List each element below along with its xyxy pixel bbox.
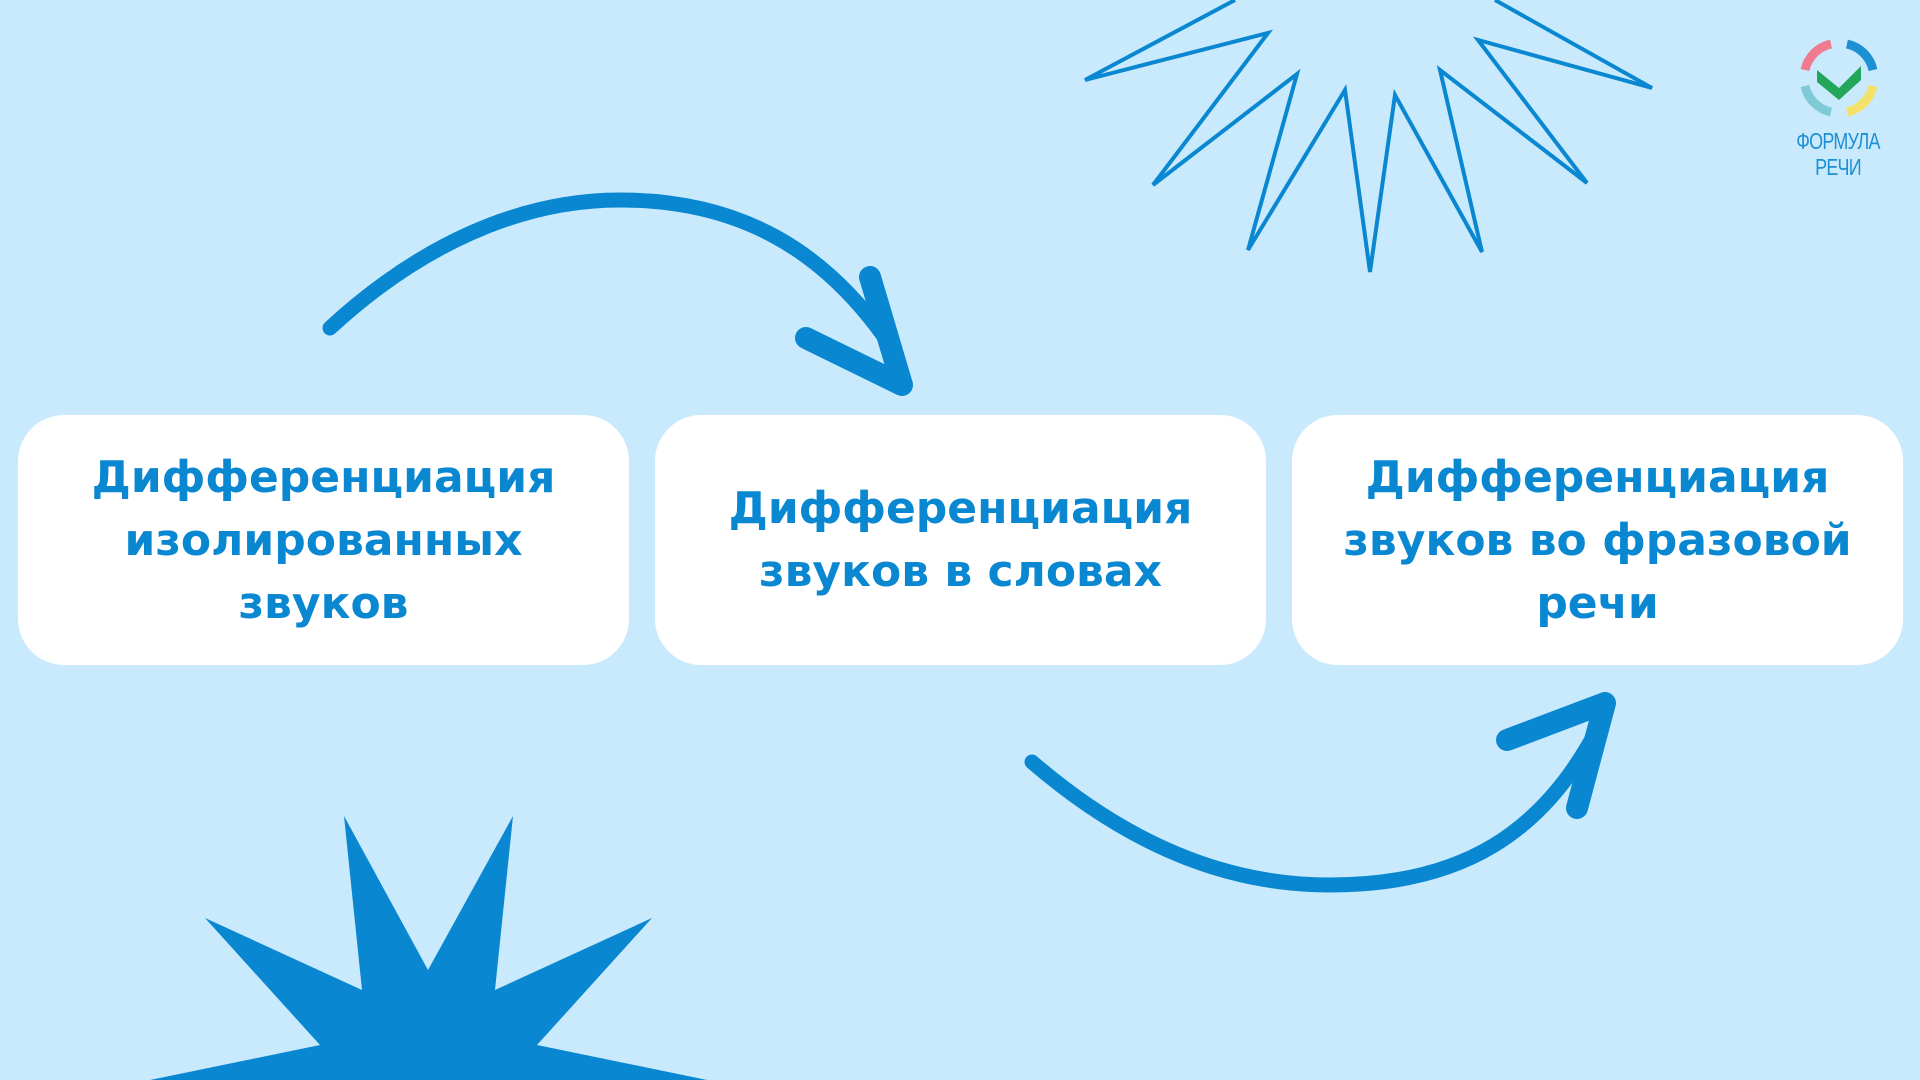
logo-text: ФОРМУЛА РЕЧИ <box>1795 128 1881 180</box>
step-label: Дифференциация изолированных звуков <box>91 451 556 629</box>
step-box-sounds-in-words: Дифференциация звуков в словах <box>655 415 1266 665</box>
brand-logo: ФОРМУЛА РЕЧИ <box>1783 26 1893 186</box>
logo-ring-segment-yellow <box>1845 84 1878 117</box>
logo-ring-segment-blue <box>1845 39 1878 72</box>
logo-ring-segment-teal <box>1800 84 1833 117</box>
logo-ring-icon <box>1800 39 1878 117</box>
check-icon <box>1817 66 1861 100</box>
starburst-filled-icon <box>150 816 707 1080</box>
step-box-isolated-sounds: Дифференциация изолированных звуков <box>18 415 629 665</box>
step-label: Дифференциация звуков во фразовой речи <box>1343 451 1852 629</box>
curved-arrow-up-right-icon <box>1024 692 1616 893</box>
curved-arrow-right-icon <box>322 192 913 396</box>
logo-ring-segment-pink <box>1800 39 1833 72</box>
step-box-sounds-in-phrasal-speech: Дифференциация звуков во фразовой речи <box>1292 415 1903 665</box>
logo-line-1: ФОРМУЛА <box>1796 128 1880 154</box>
step-label: Дифференциация звуков в словах <box>728 483 1193 597</box>
starburst-outline-icon <box>1084 0 1653 273</box>
logo-line-2: РЕЧИ <box>1815 154 1861 180</box>
